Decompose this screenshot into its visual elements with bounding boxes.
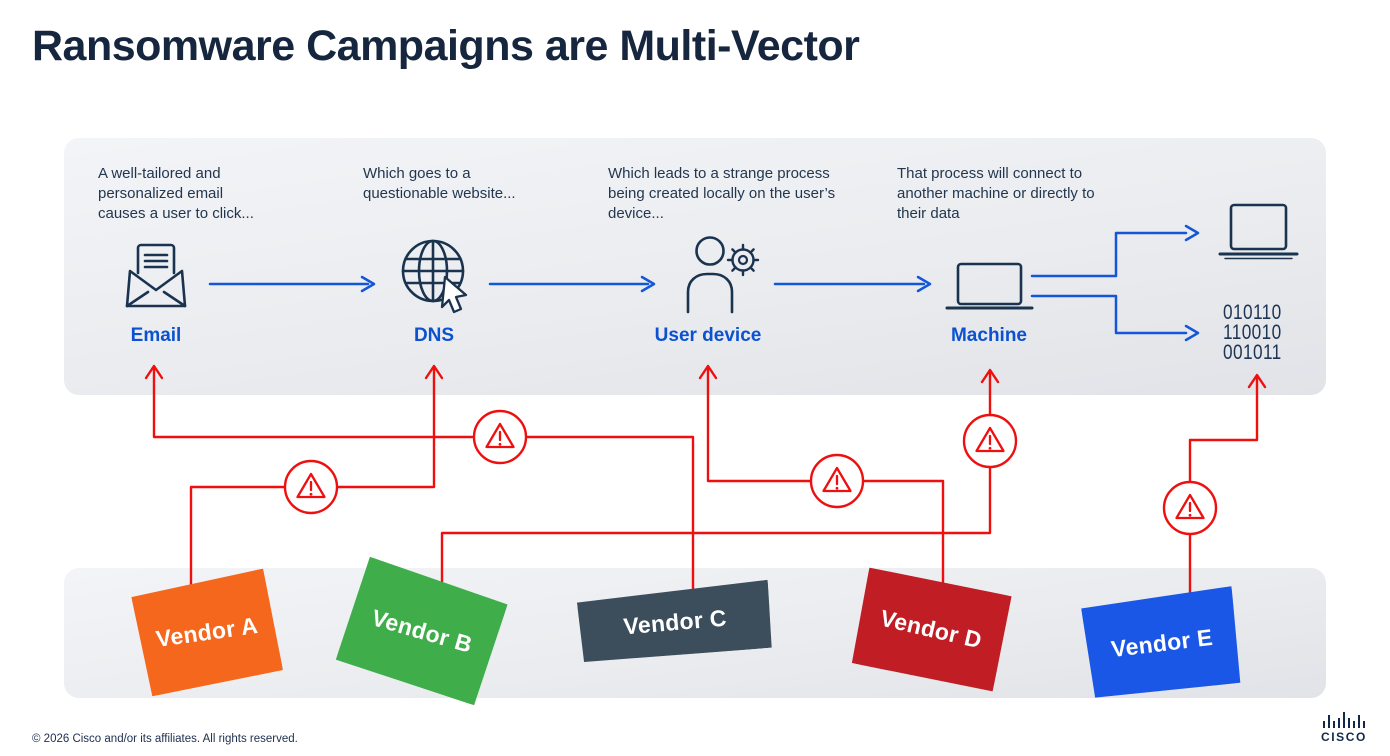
cisco-logo: CISCO: [1318, 712, 1370, 744]
vendor-a-label: Vendor A: [154, 611, 260, 653]
arrowhead-machine: [980, 368, 1000, 384]
step-text-dns: Which goes to a questionable website...: [363, 165, 516, 202]
vendor-b-label: Vendor B: [368, 603, 476, 658]
warning-icon: [1162, 480, 1218, 536]
path-vendorB-to-machine: [440, 370, 992, 596]
vendor-d-label: Vendor D: [877, 604, 985, 654]
label-user-device: User device: [654, 325, 762, 346]
arrowhead-user-device: [698, 364, 718, 380]
step-text-machine: That process will connect to another mac…: [897, 165, 1095, 222]
email-icon: [125, 243, 187, 308]
page-title: Ransomware Campaigns are Multi-Vector: [32, 22, 860, 70]
copyright-text: © 2026 Cisco and/or its affiliates. All …: [32, 733, 298, 745]
flow-arrows: [208, 224, 1200, 342]
path-vendorC-to-email: [152, 366, 695, 594]
binary-data: 010110 110010 001011: [1223, 301, 1282, 364]
binary-line: 010110: [1223, 301, 1282, 324]
binary-line: 110010: [1223, 321, 1282, 344]
arrowhead-data: [1247, 373, 1267, 389]
warning-icon: [472, 409, 528, 465]
cisco-wordmark: CISCO: [1320, 730, 1367, 744]
laptop-target-icon: [1218, 203, 1299, 260]
gear-icon: [726, 243, 760, 277]
cisco-bridge-icon: [1322, 712, 1366, 728]
warning-icon: [283, 459, 339, 515]
label-dns: DNS: [413, 325, 455, 346]
globe-dns-icon: [401, 239, 468, 314]
step-text-process: Which leads to a strange process being c…: [608, 165, 836, 222]
binary-line: 001011: [1223, 341, 1282, 364]
laptop-machine-icon: [945, 262, 1034, 310]
arrowhead-dns: [424, 364, 444, 380]
warning-icon: [962, 413, 1018, 469]
arrowhead-email: [144, 364, 164, 380]
vendor-e-label: Vendor E: [1109, 623, 1215, 663]
vendor-c-label: Vendor C: [622, 604, 728, 639]
warning-icon: [809, 453, 865, 509]
user-gear-icon: [686, 236, 760, 314]
step-text-email: A well-tailored and personalized email c…: [98, 165, 254, 222]
cursor-icon: [440, 275, 468, 314]
label-machine: Machine: [950, 325, 1028, 346]
arrow-machine-to-laptop: [1030, 231, 1188, 278]
warning-icons: [283, 409, 1218, 536]
label-email: Email: [130, 325, 182, 346]
arrow-machine-to-data: [1030, 294, 1188, 335]
